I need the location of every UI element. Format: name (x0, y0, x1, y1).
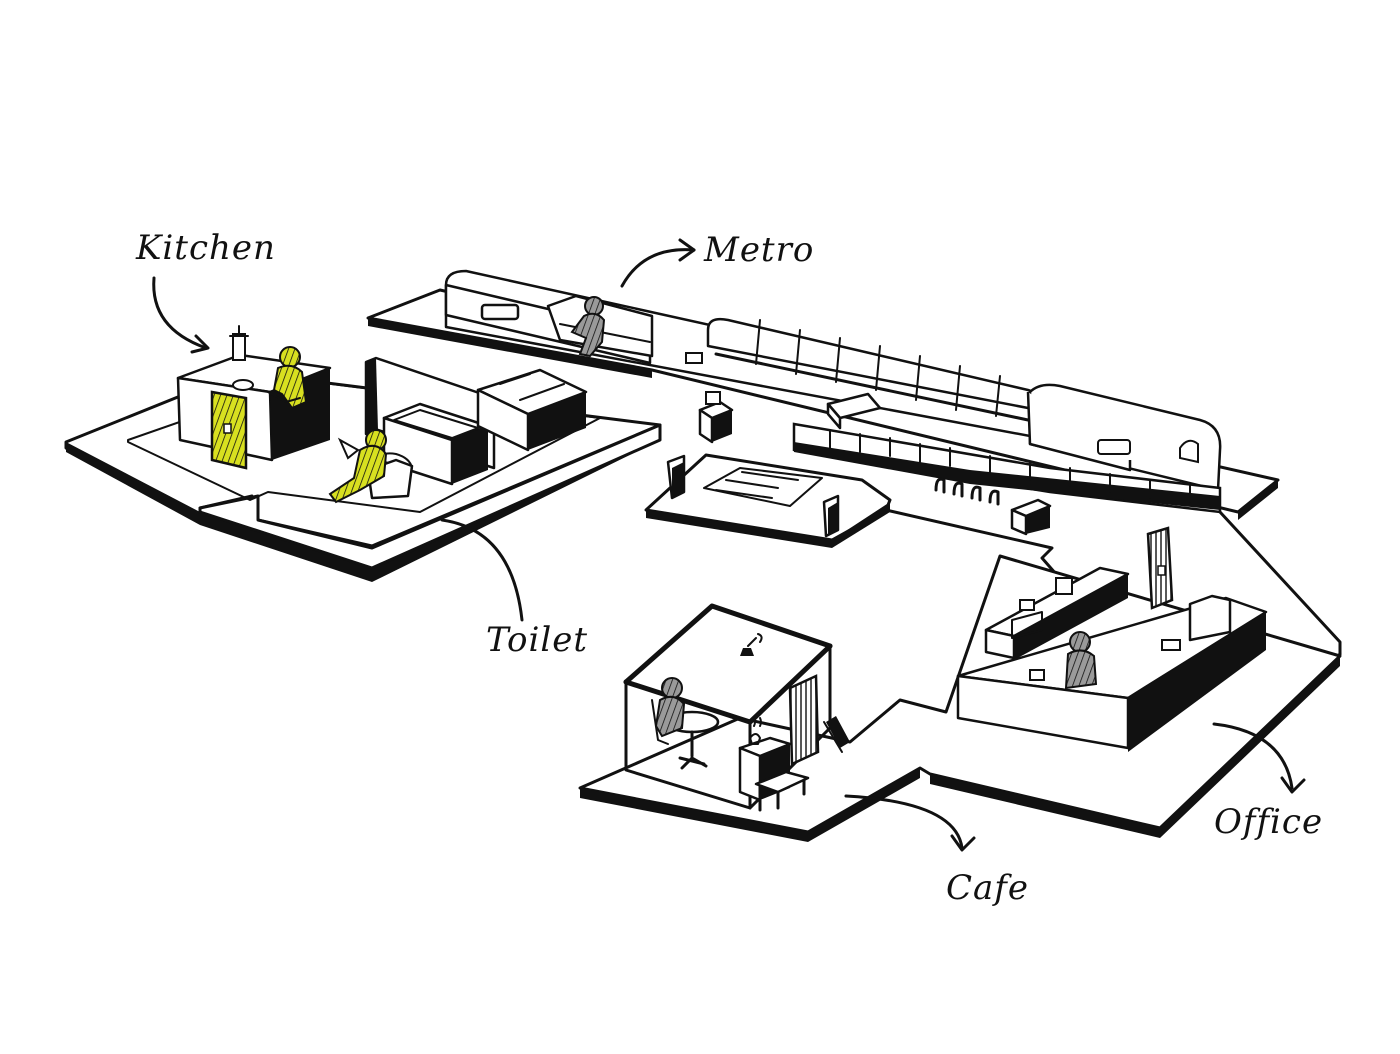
metro-arrow (620, 238, 696, 288)
kitchen-door (210, 390, 248, 470)
turnstile-rails (934, 477, 1000, 506)
office-computer-icon (1011, 577, 1181, 681)
cafe-arrow (844, 794, 976, 852)
ticket-machine (698, 391, 734, 444)
kitchen-arrow (152, 276, 210, 354)
cafe-lamp-icon (740, 633, 763, 656)
office-arrow (1212, 722, 1306, 794)
cafe-person-icon (651, 677, 686, 745)
toilet-arrow (440, 518, 524, 622)
cafe-sign (823, 716, 850, 753)
ticket-gate-left (666, 454, 686, 500)
cafe-door (788, 674, 820, 766)
connector-path-metro (884, 508, 1342, 656)
office-person-icon (1064, 631, 1098, 690)
kitchen-person-icon (267, 346, 308, 410)
bed (476, 368, 588, 452)
office-label: Office (1214, 802, 1324, 842)
office-partition-wall (1146, 526, 1232, 642)
ticket-gate-right (822, 494, 840, 538)
metro-person-icon (570, 296, 606, 358)
toilet-label: Toilet (486, 620, 589, 660)
platform-wall (826, 392, 882, 430)
kitchen-label: Kitchen (136, 228, 276, 268)
toilet-person-icon (328, 429, 388, 504)
cafe-bench (754, 770, 810, 812)
metro-label: Metro (704, 230, 815, 270)
ticket-booth (1010, 498, 1052, 536)
cafe-label: Cafe (946, 868, 1029, 908)
